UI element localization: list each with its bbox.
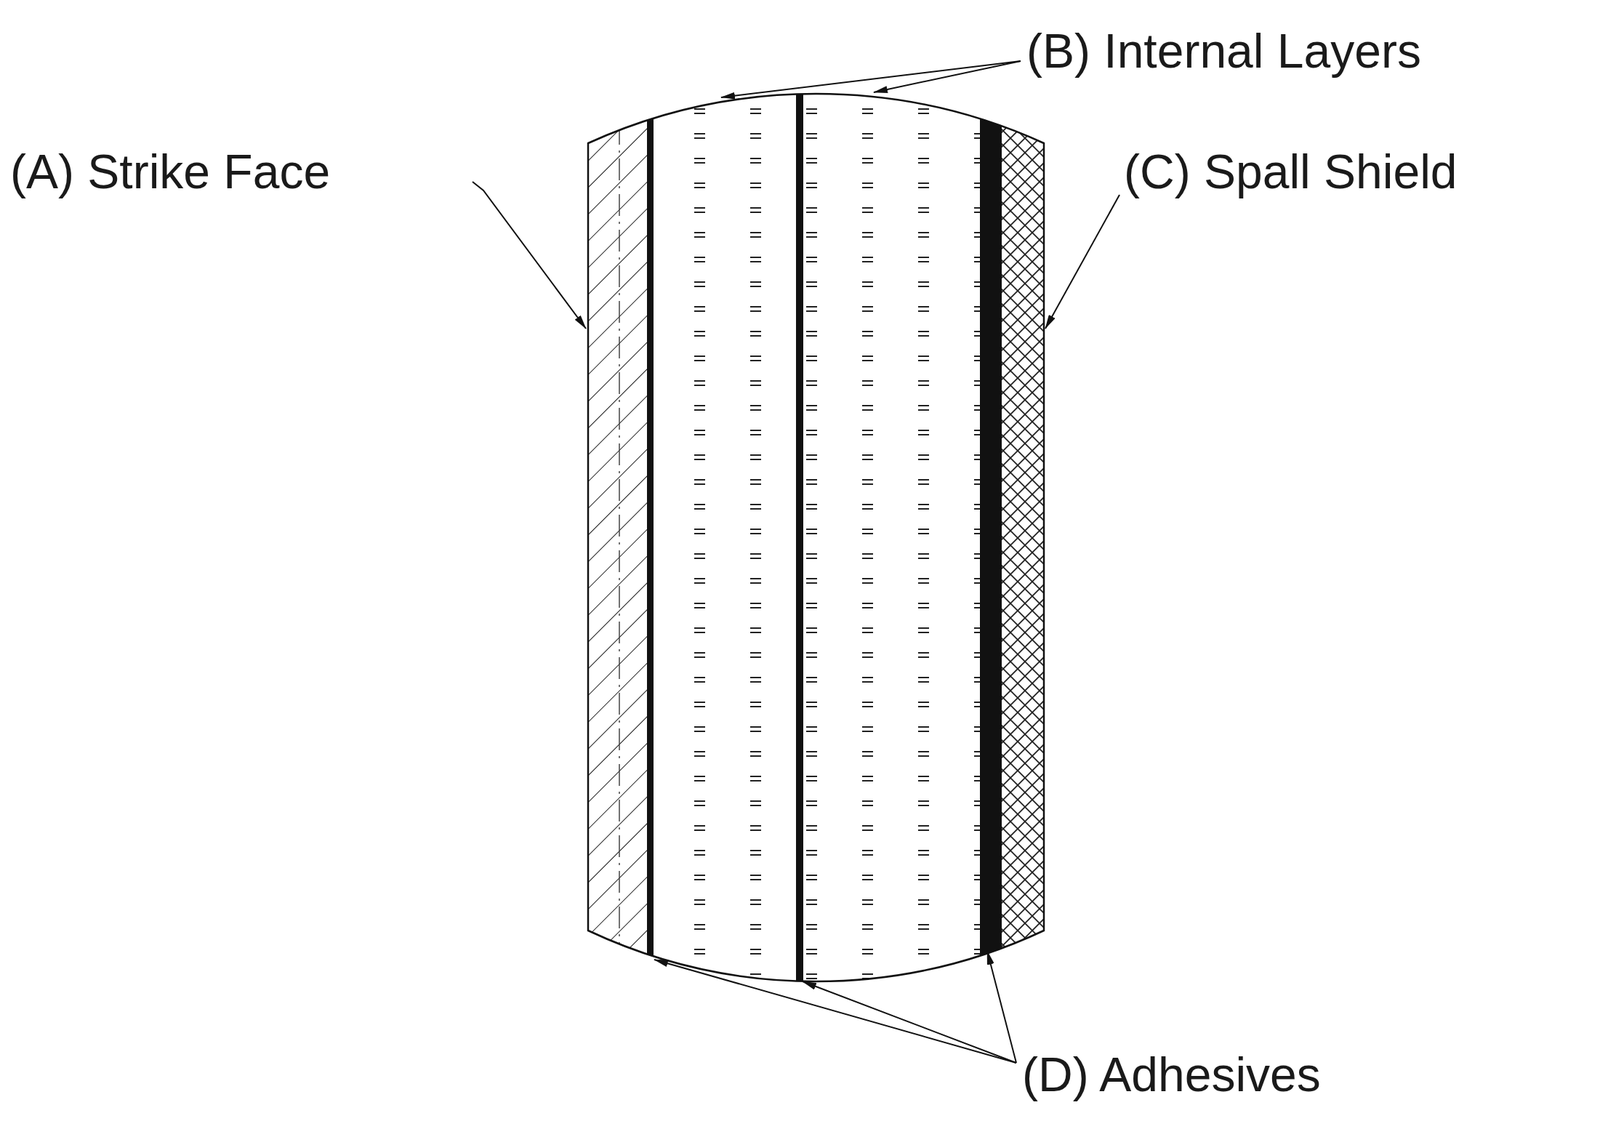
leader-lines: [472, 61, 1120, 1063]
leader-line: [987, 950, 1017, 1063]
internal-layer: [803, 72, 980, 1018]
internal-layer: [653, 72, 797, 1018]
leader-line: [873, 61, 1021, 93]
leader-line: [802, 981, 1017, 1063]
leader-line: [654, 959, 1017, 1063]
leader-line: [472, 181, 586, 329]
strike-face-centerline: [618, 87, 621, 989]
spall-shield-layer: [1001, 72, 1044, 1018]
adhesive-layer: [646, 72, 654, 1018]
leader-line: [1045, 194, 1120, 329]
adhesive-layer: [796, 72, 804, 1018]
callout-label: (A) Strike Face: [10, 145, 331, 199]
leader-line: [721, 61, 1021, 98]
callout-label: (D) Adhesives: [1022, 1048, 1321, 1102]
callout-label: (B) Internal Layers: [1026, 24, 1422, 78]
layer-stack: [588, 72, 1044, 1018]
armour-outline: [588, 93, 1044, 982]
strike-face-layer: [588, 72, 647, 1018]
adhesive-layer: [979, 72, 1002, 1018]
callout-label: (C) Spall Shield: [1123, 145, 1458, 199]
